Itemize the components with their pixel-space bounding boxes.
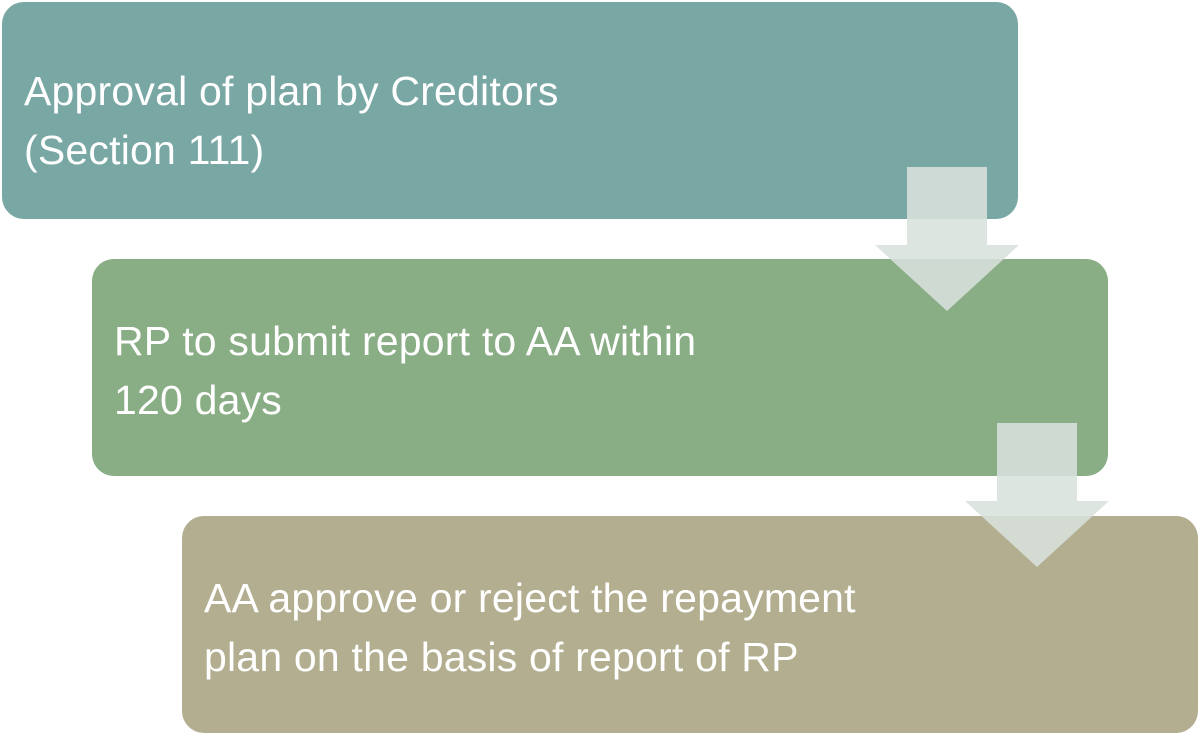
- step-2-line-1: RP to submit report to AA within: [114, 318, 697, 364]
- process-step-approval: Approval of plan by Creditors (Section 1…: [2, 2, 1018, 219]
- step-1-line-1: Approval of plan by Creditors: [24, 68, 559, 114]
- down-arrow-icon: [965, 423, 1109, 567]
- step-1-line-2: (Section 111): [24, 127, 265, 173]
- step-2-line-2: 120 days: [114, 377, 283, 423]
- step-3-line-1: AA approve or reject the repayment: [204, 575, 856, 621]
- down-arrow-icon: [875, 167, 1019, 311]
- step-3-line-2: plan on the basis of report of RP: [204, 634, 799, 680]
